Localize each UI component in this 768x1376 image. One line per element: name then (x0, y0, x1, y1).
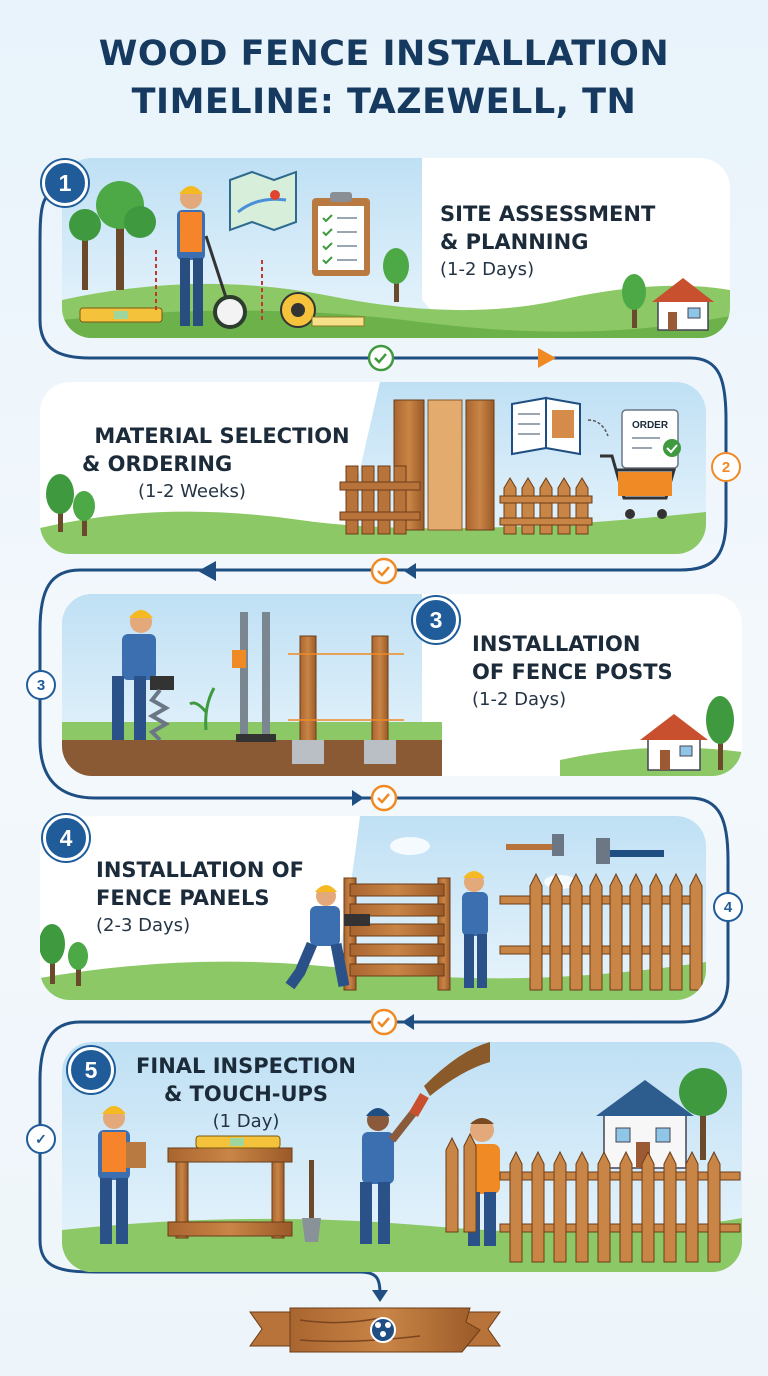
paint-brush-icon (409, 1042, 490, 1118)
tennessee-banner-icon (249, 1307, 501, 1353)
check-icon (367, 344, 395, 372)
card-final-inspection (62, 1042, 742, 1272)
step-4-badge: 4 (43, 815, 89, 861)
step-4-side-badge: 4 (713, 892, 743, 922)
step-1-badge: 1 (42, 160, 88, 206)
step-3-heading-line-2: OF FENCE POSTS (472, 660, 673, 684)
arrow-right-icon (538, 348, 556, 368)
tree-icon (40, 924, 65, 984)
step-2-text: MATERIAL SELECTION & ORDERING (1-2 Weeks… (82, 422, 362, 506)
title-line-2: TIMELINE: TAZEWELL, TN (131, 82, 637, 122)
order-label: ORDER (632, 420, 669, 431)
fence-panel-icon (343, 877, 451, 991)
step-5-check-badge: ✓ (26, 1124, 56, 1154)
tree-icon (68, 942, 88, 986)
lumber-icon (393, 399, 495, 531)
house-icon (640, 714, 708, 771)
level-tool-icon (195, 1135, 281, 1149)
worker-icon (177, 186, 205, 326)
sawhorse-icon (167, 1147, 293, 1239)
arrow-left-icon (198, 561, 216, 581)
step-5-badge: 5 (68, 1047, 114, 1093)
step-5-text: FINAL INSPECTION & TOUCH-UPS (1 Day) (124, 1052, 368, 1136)
step-1-duration: (1-2 Days) (440, 259, 535, 280)
step-1-text: SITE ASSESSMENT & PLANNING (1-2 Days) (440, 200, 655, 284)
clipboard-icon (312, 192, 370, 276)
map-icon (229, 170, 297, 232)
check-icon (370, 784, 398, 812)
step-5-heading-line-2: & TOUCH-UPS (163, 1082, 329, 1106)
step-2-heading-line-2: & ORDERING (82, 452, 233, 476)
step-3-heading-line-1: INSTALLATION (472, 632, 641, 656)
step-3-text: INSTALLATION OF FENCE POSTS (1-2 Days) (472, 630, 673, 714)
hammer-icon (596, 838, 664, 864)
arrow-left-icon (402, 1014, 414, 1030)
tree-icon (679, 1068, 727, 1160)
card-material-selection: ORDER (40, 382, 706, 554)
drill-rig-icon (232, 612, 276, 742)
tree-icon (383, 248, 409, 302)
card-fence-panels (40, 816, 706, 1000)
card-site-assessment (62, 158, 730, 338)
step-2-badge: 2 (711, 452, 741, 482)
arrow-right-icon (352, 790, 364, 806)
level-tool-icon (79, 307, 163, 323)
tree-icon (69, 209, 101, 290)
catalog-book-icon (511, 396, 581, 456)
step-1-heading-line-2: & PLANNING (440, 230, 589, 254)
check-icon (370, 1008, 398, 1036)
sprout-icon (189, 687, 216, 731)
tape-measure-icon (280, 292, 365, 328)
arrow-left-icon (404, 563, 416, 579)
check-icon (370, 557, 398, 585)
tennessee-tri-star-icon (370, 1317, 396, 1343)
page-title: WOOD FENCE INSTALLATION TIMELINE: TAZEWE… (0, 30, 768, 126)
tree-icon (46, 474, 74, 532)
measuring-wheel-icon (204, 235, 247, 329)
fence-sample-icon (339, 465, 421, 535)
tree-icon (622, 274, 646, 328)
hammer-icon (506, 834, 564, 856)
tree-icon (73, 491, 95, 536)
picket-fence-icon (499, 872, 703, 991)
house-icon (652, 278, 714, 331)
arrow-down (372, 1290, 388, 1302)
step-5-heading-line-1: FINAL INSPECTION (136, 1054, 356, 1078)
step-4-heading-line-2: FENCE PANELS (96, 886, 270, 910)
tree-icon (706, 696, 734, 770)
worker-icon (112, 610, 156, 740)
picket-fence-icon (445, 1132, 741, 1263)
post-hole-auger-icon (147, 676, 174, 742)
step-5-duration: (1 Day) (212, 1111, 280, 1132)
timeline-path (38, 188, 730, 1295)
step-2-heading-line-1: MATERIAL SELECTION (94, 424, 350, 448)
worker-icon (285, 885, 370, 990)
step-4-duration: (2-3 Days) (96, 915, 191, 936)
step-3-duration: (1-2 Days) (472, 689, 567, 710)
step-3-side-badge: 3 (26, 670, 56, 700)
worker-icon (462, 871, 488, 988)
painter-icon (360, 1108, 418, 1244)
step-2-duration: (1-2 Weeks) (138, 481, 246, 502)
shovel-icon (302, 1160, 321, 1242)
inspector-icon (98, 1106, 146, 1244)
card-fence-posts (62, 594, 742, 776)
step-4-heading-line-1: INSTALLATION OF (96, 858, 304, 882)
shopping-cart-icon (600, 454, 676, 519)
title-line-1: WOOD FENCE INSTALLATION (98, 34, 670, 74)
picket-fence-icon (499, 477, 593, 535)
tree-icon (96, 181, 156, 290)
order-form-icon: ORDER (621, 409, 681, 469)
step-3-badge: 3 (413, 597, 459, 643)
step-4-text: INSTALLATION OF FENCE PANELS (2-3 Days) (96, 856, 304, 940)
step-1-heading-line-1: SITE ASSESSMENT (440, 202, 656, 226)
